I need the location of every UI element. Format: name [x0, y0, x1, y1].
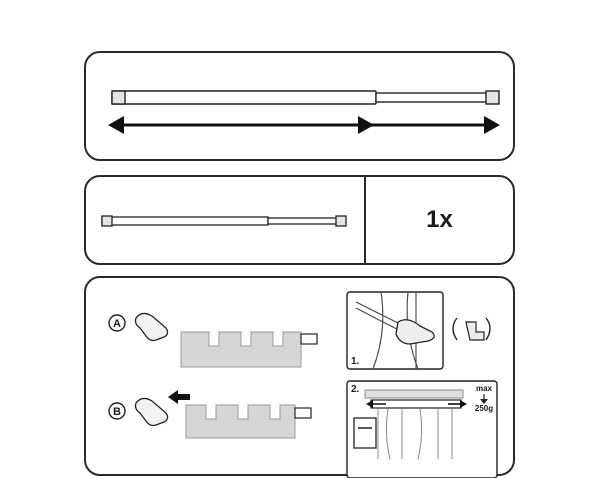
panel-divider	[364, 177, 366, 263]
step-b-letter: B	[113, 406, 121, 418]
extension-arrows	[108, 116, 500, 134]
telescopic-rod	[111, 90, 500, 105]
detail-1-number: 1.	[351, 356, 360, 367]
detail-2-number: 2.	[351, 384, 360, 395]
rod-end-cap-right	[485, 90, 500, 105]
rotate-hint-icon	[452, 317, 491, 341]
arrow-right-icon	[484, 116, 500, 134]
bracket-rail-a	[180, 331, 302, 368]
arrow-left-icon	[108, 116, 124, 134]
rail-end-stub-a	[300, 333, 318, 345]
arrow-middle-icon	[358, 116, 374, 134]
step-a-letter: A	[113, 318, 121, 330]
detail-step-1: 1.	[346, 291, 444, 370]
rod-length-panel	[84, 51, 515, 161]
rod-extension-drawing	[108, 90, 500, 134]
bracket-rail-b	[185, 404, 296, 439]
step-b: B	[108, 390, 312, 439]
weight-value-label: 250g	[475, 404, 493, 413]
bracket-hook-icon-b	[134, 397, 169, 427]
step-a: A	[108, 312, 318, 368]
weight-max-label: max	[476, 384, 493, 393]
step-a-marker	[108, 314, 126, 332]
step-b-marker	[108, 402, 126, 420]
rod-contents-drawing	[101, 215, 347, 227]
installation-steps-panel: A B 1. 2.	[84, 276, 515, 478]
short-rod	[101, 215, 347, 227]
rod-end-cap-left	[111, 90, 126, 105]
contents-panel: 1x	[84, 175, 515, 265]
quantity-label: 1x	[426, 206, 453, 233]
rail-end-stub-b	[294, 407, 312, 419]
installation-drawing: A B 1. 2.	[108, 291, 498, 478]
detail-step-2: 2. max 250g	[346, 380, 498, 478]
slide-left-arrow-icon	[168, 390, 190, 404]
bracket-hook-icon	[134, 312, 169, 342]
